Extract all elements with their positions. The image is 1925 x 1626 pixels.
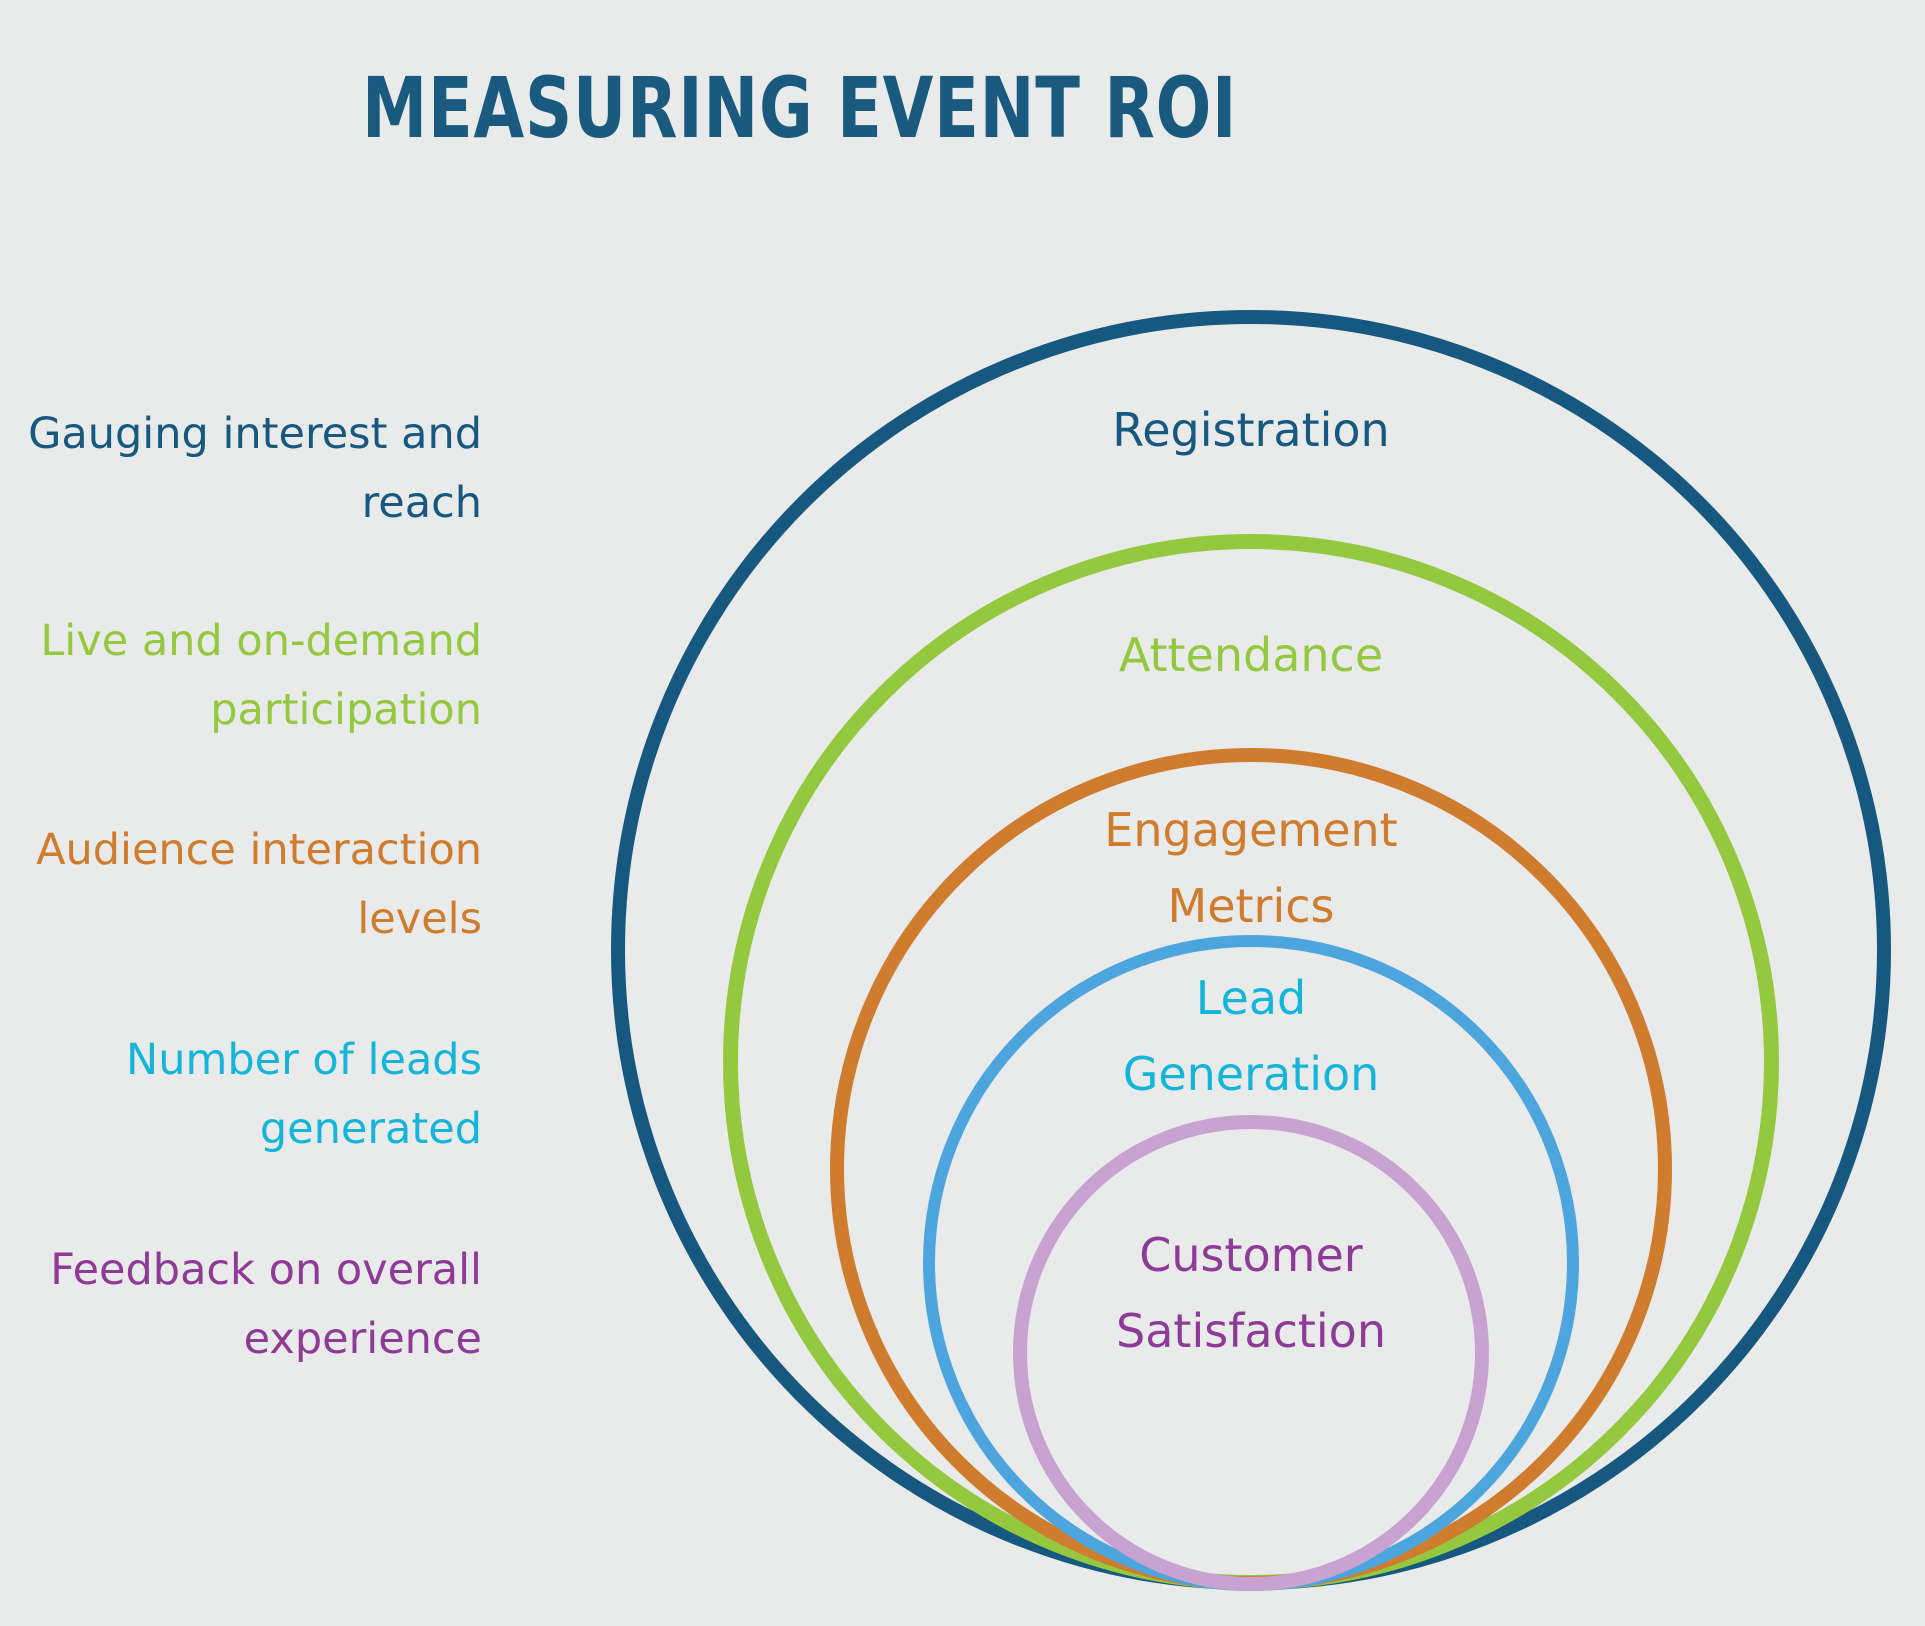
annotation-line: generated — [259, 1104, 482, 1154]
annotation-line: Audience interaction — [36, 825, 482, 875]
ring-label-line: Metrics — [1167, 879, 1335, 933]
annotation-lead-generation: Number of leads generated — [0, 1026, 482, 1164]
ring-label-line: Lead — [1195, 971, 1307, 1025]
annotation-line: levels — [357, 894, 482, 944]
ring-label-attendance: Attendance — [901, 617, 1601, 693]
annotation-line: Live and on-demand — [40, 616, 482, 666]
ring-label-line: Engagement — [1104, 803, 1398, 857]
ring-label-engagement-metrics: Engagement Metrics — [901, 792, 1601, 944]
annotation-customer-satisfaction: Feedback on overall experience — [0, 1236, 482, 1374]
annotation-line: participation — [210, 685, 482, 735]
ring-label-lead-generation: Lead Generation — [901, 960, 1601, 1112]
ring-label-line: Customer — [1139, 1228, 1363, 1282]
annotation-registration: Gauging interest and reach — [0, 400, 482, 538]
annotation-engagement-metrics: Audience interaction levels — [0, 816, 482, 954]
ring-label-line: Registration — [1112, 403, 1390, 457]
ring-label-customer-satisfaction: Customer Satisfaction — [901, 1217, 1601, 1369]
page-title: MEASURING EVENT ROI — [362, 59, 1238, 157]
annotation-line: Gauging interest and — [28, 409, 482, 459]
annotation-line: Number of leads — [126, 1035, 482, 1085]
annotation-line: reach — [361, 478, 482, 528]
ring-label-line: Satisfaction — [1116, 1304, 1386, 1358]
annotation-line: Feedback on overall — [50, 1245, 482, 1295]
ring-label-line: Attendance — [1118, 628, 1384, 682]
annotation-attendance: Live and on-demand participation — [0, 607, 482, 745]
annotation-line: experience — [243, 1314, 482, 1364]
ring-label-line: Generation — [1122, 1047, 1380, 1101]
ring-label-registration: Registration — [901, 392, 1601, 468]
